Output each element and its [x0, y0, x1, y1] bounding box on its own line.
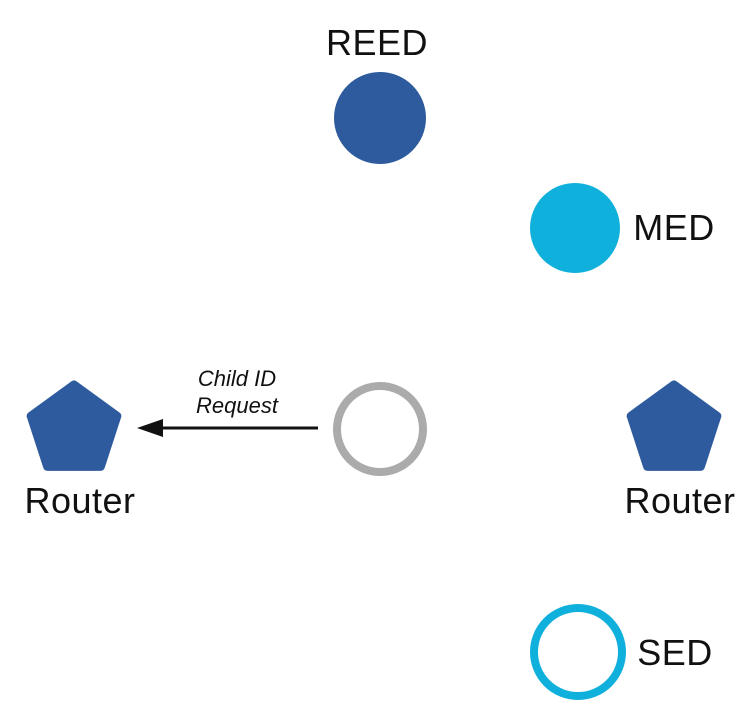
sed-node-circle	[530, 604, 626, 700]
reed-node-label: REED	[325, 22, 429, 63]
reed-node-circle	[334, 72, 426, 164]
router-right-pentagon	[626, 380, 722, 471]
child-id-request-arrowhead-icon	[137, 419, 163, 437]
router-left-label: Router	[24, 480, 136, 521]
med-node-circle	[530, 183, 620, 273]
med-node-label: MED	[633, 207, 715, 248]
router-left-pentagon	[26, 380, 122, 471]
router-right-label: Router	[624, 480, 736, 521]
attaching-device-circle	[333, 382, 427, 476]
child-id-request-label: Child ID Request	[196, 366, 278, 418]
sed-node-label: SED	[637, 632, 713, 673]
